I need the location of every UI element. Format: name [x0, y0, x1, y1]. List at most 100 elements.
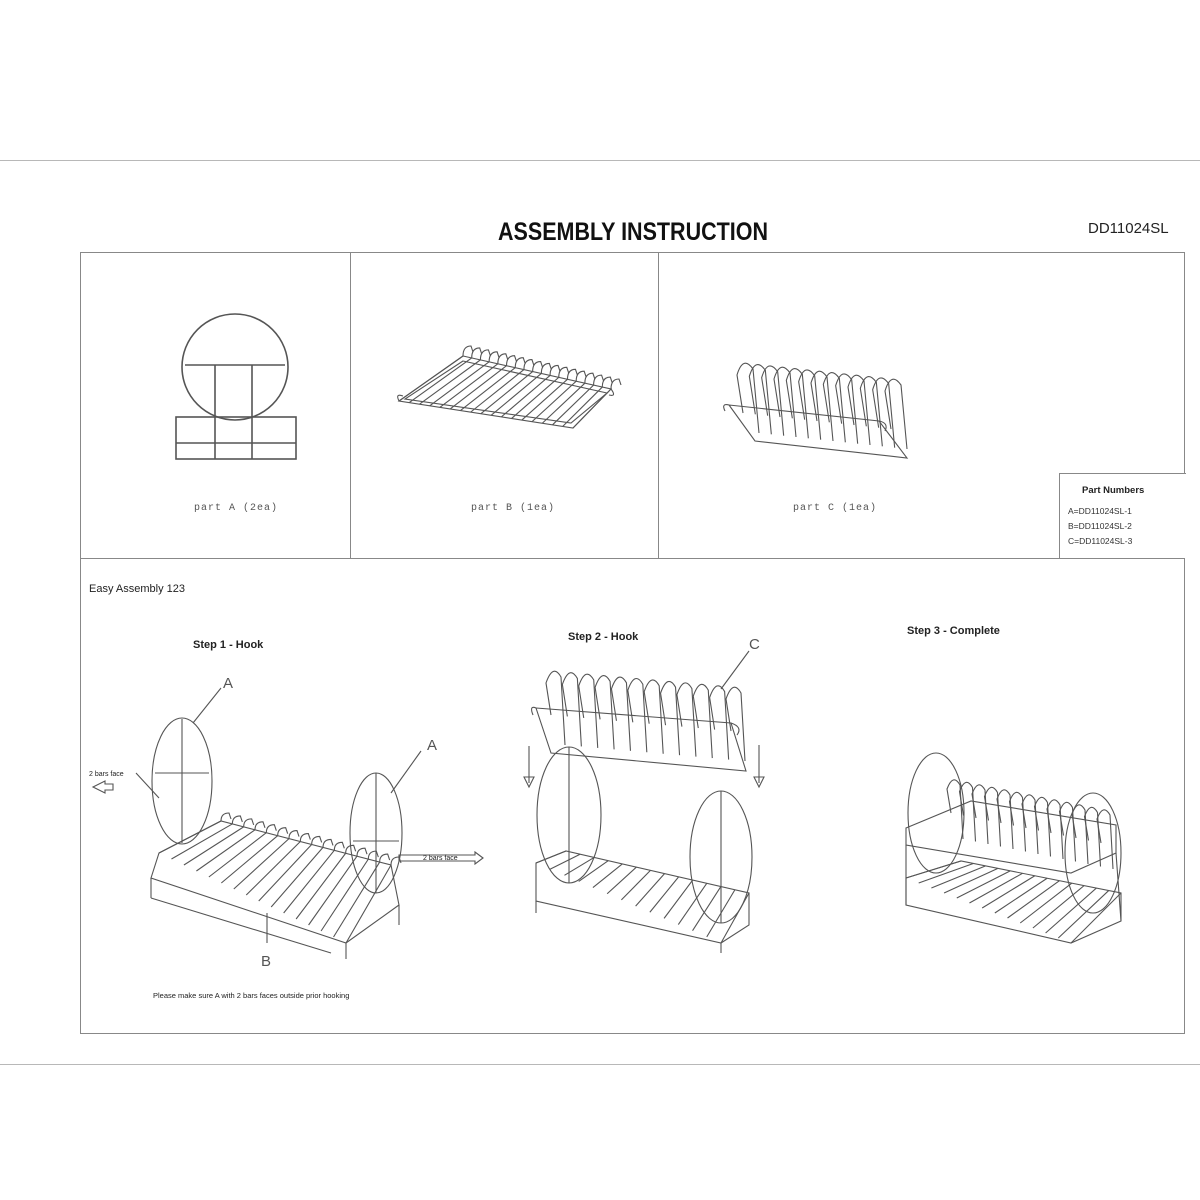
- wire-hook: [996, 789, 1014, 850]
- wire-rung: [649, 876, 680, 913]
- wire-hook: [288, 830, 300, 839]
- wire-rung: [1019, 882, 1073, 924]
- wire-hook: [822, 372, 846, 443]
- wire-rung: [541, 382, 586, 424]
- wire-rung: [943, 867, 999, 894]
- wire-hook: [523, 359, 535, 370]
- wire-hook: [514, 357, 526, 368]
- wire-hook: [1058, 801, 1077, 862]
- wire-hook: [748, 364, 772, 435]
- wire-hook: [220, 812, 232, 822]
- wire-rung: [439, 363, 499, 408]
- wire-hook: [1008, 791, 1027, 852]
- part-c-drawing: [723, 362, 909, 459]
- wire-rung: [345, 864, 392, 944]
- panel-divider: [350, 253, 351, 558]
- wire-rung: [500, 374, 551, 418]
- wire-hook: [322, 838, 334, 848]
- wire-hook: [532, 360, 544, 372]
- wire-hook: [958, 781, 977, 842]
- wire-rung: [1070, 892, 1122, 944]
- step-1-label-a-left: A: [223, 675, 234, 692]
- part-numbers-heading: Part Numbers: [1082, 485, 1145, 496]
- wire-rung: [905, 860, 962, 879]
- wire-hook: [946, 779, 964, 840]
- wire-hook: [231, 815, 243, 824]
- wire-rung: [562, 386, 603, 427]
- wire-rung: [606, 866, 637, 895]
- wire-hook: [872, 377, 896, 448]
- step-1-callout-left: 2 bars face: [89, 771, 124, 778]
- wire-hook: [299, 832, 311, 842]
- panel-divider: [658, 253, 659, 558]
- wire-rung: [931, 865, 986, 889]
- wire-rung: [1032, 885, 1085, 929]
- wire-hook: [549, 364, 561, 376]
- wire-hook: [736, 362, 760, 434]
- wire-hook: [497, 353, 509, 364]
- part-c-caption: part C (1ea): [793, 503, 878, 514]
- part-b-panel: part B (1ea): [351, 253, 658, 558]
- wire-hook: [505, 355, 518, 366]
- wire-hook: [1096, 809, 1114, 870]
- wire-hook: [773, 366, 797, 438]
- wire-hook: [761, 365, 785, 436]
- wire-hook: [1033, 796, 1052, 857]
- wire-rung: [549, 853, 581, 870]
- wire-rung: [333, 861, 381, 938]
- wire-rung: [171, 823, 233, 860]
- wire-rung: [620, 869, 651, 901]
- wire-hook: [367, 850, 379, 860]
- wire-rung: [490, 373, 542, 416]
- step-1-title: Step 1 - Hook: [193, 639, 264, 651]
- wire-hook: [566, 368, 578, 380]
- step-3-title: Step 3 - Complete: [907, 625, 1000, 637]
- wire-hook: [1071, 804, 1089, 865]
- wire-rung: [592, 863, 623, 889]
- wire-rung: [956, 870, 1011, 899]
- wire-hook: [725, 686, 746, 762]
- wire-rung: [258, 844, 313, 902]
- wire-hook: [601, 376, 613, 388]
- wire-hook: [847, 374, 871, 446]
- wire-rung: [449, 365, 507, 410]
- wire-rung: [635, 873, 665, 907]
- wire-rung: [706, 889, 736, 938]
- part-a-caption: part A (2ea): [194, 503, 279, 514]
- wire-rung: [470, 369, 525, 413]
- part-a-drawing: [175, 313, 297, 460]
- wire-hook: [659, 680, 681, 756]
- wire-rung: [720, 892, 750, 944]
- wire-rung: [677, 882, 708, 925]
- part-c-panel: part C (1ea): [659, 253, 1186, 558]
- wire-rung: [511, 376, 560, 419]
- wire-rung: [564, 856, 595, 876]
- wire-rung: [1057, 890, 1110, 939]
- wire-hook: [785, 368, 809, 439]
- part-b-drawing: [397, 345, 622, 429]
- wire-hook: [479, 349, 491, 360]
- wire-rung: [692, 886, 722, 931]
- wire-rung: [969, 872, 1023, 904]
- top-separator-line: [0, 160, 1200, 161]
- step-3-drawing: [905, 752, 1122, 944]
- part-number-a: A=DD11024SL-1: [1068, 506, 1132, 516]
- part-number-c: C=DD11024SL-3: [1068, 536, 1133, 546]
- wire-rung: [183, 826, 244, 866]
- wire-hook: [859, 376, 883, 447]
- wire-rung: [220, 835, 279, 884]
- wire-hook: [540, 362, 552, 374]
- wire-hook: [676, 682, 697, 757]
- assembly-drawings: [91, 650, 1122, 959]
- wire-rung: [245, 841, 301, 896]
- wire-hook: [1083, 806, 1102, 867]
- step-2-title: Step 2 - Hook: [568, 631, 639, 643]
- wire-hook: [333, 841, 345, 851]
- step-1-label-a-right: A: [427, 737, 438, 754]
- wire-hook: [379, 853, 391, 863]
- wire-rung: [918, 862, 974, 884]
- wire-rung: [208, 832, 267, 878]
- wire-hook: [558, 366, 570, 378]
- step-1-callout-right: 2 bars face: [423, 855, 458, 862]
- wire-hook: [471, 347, 483, 358]
